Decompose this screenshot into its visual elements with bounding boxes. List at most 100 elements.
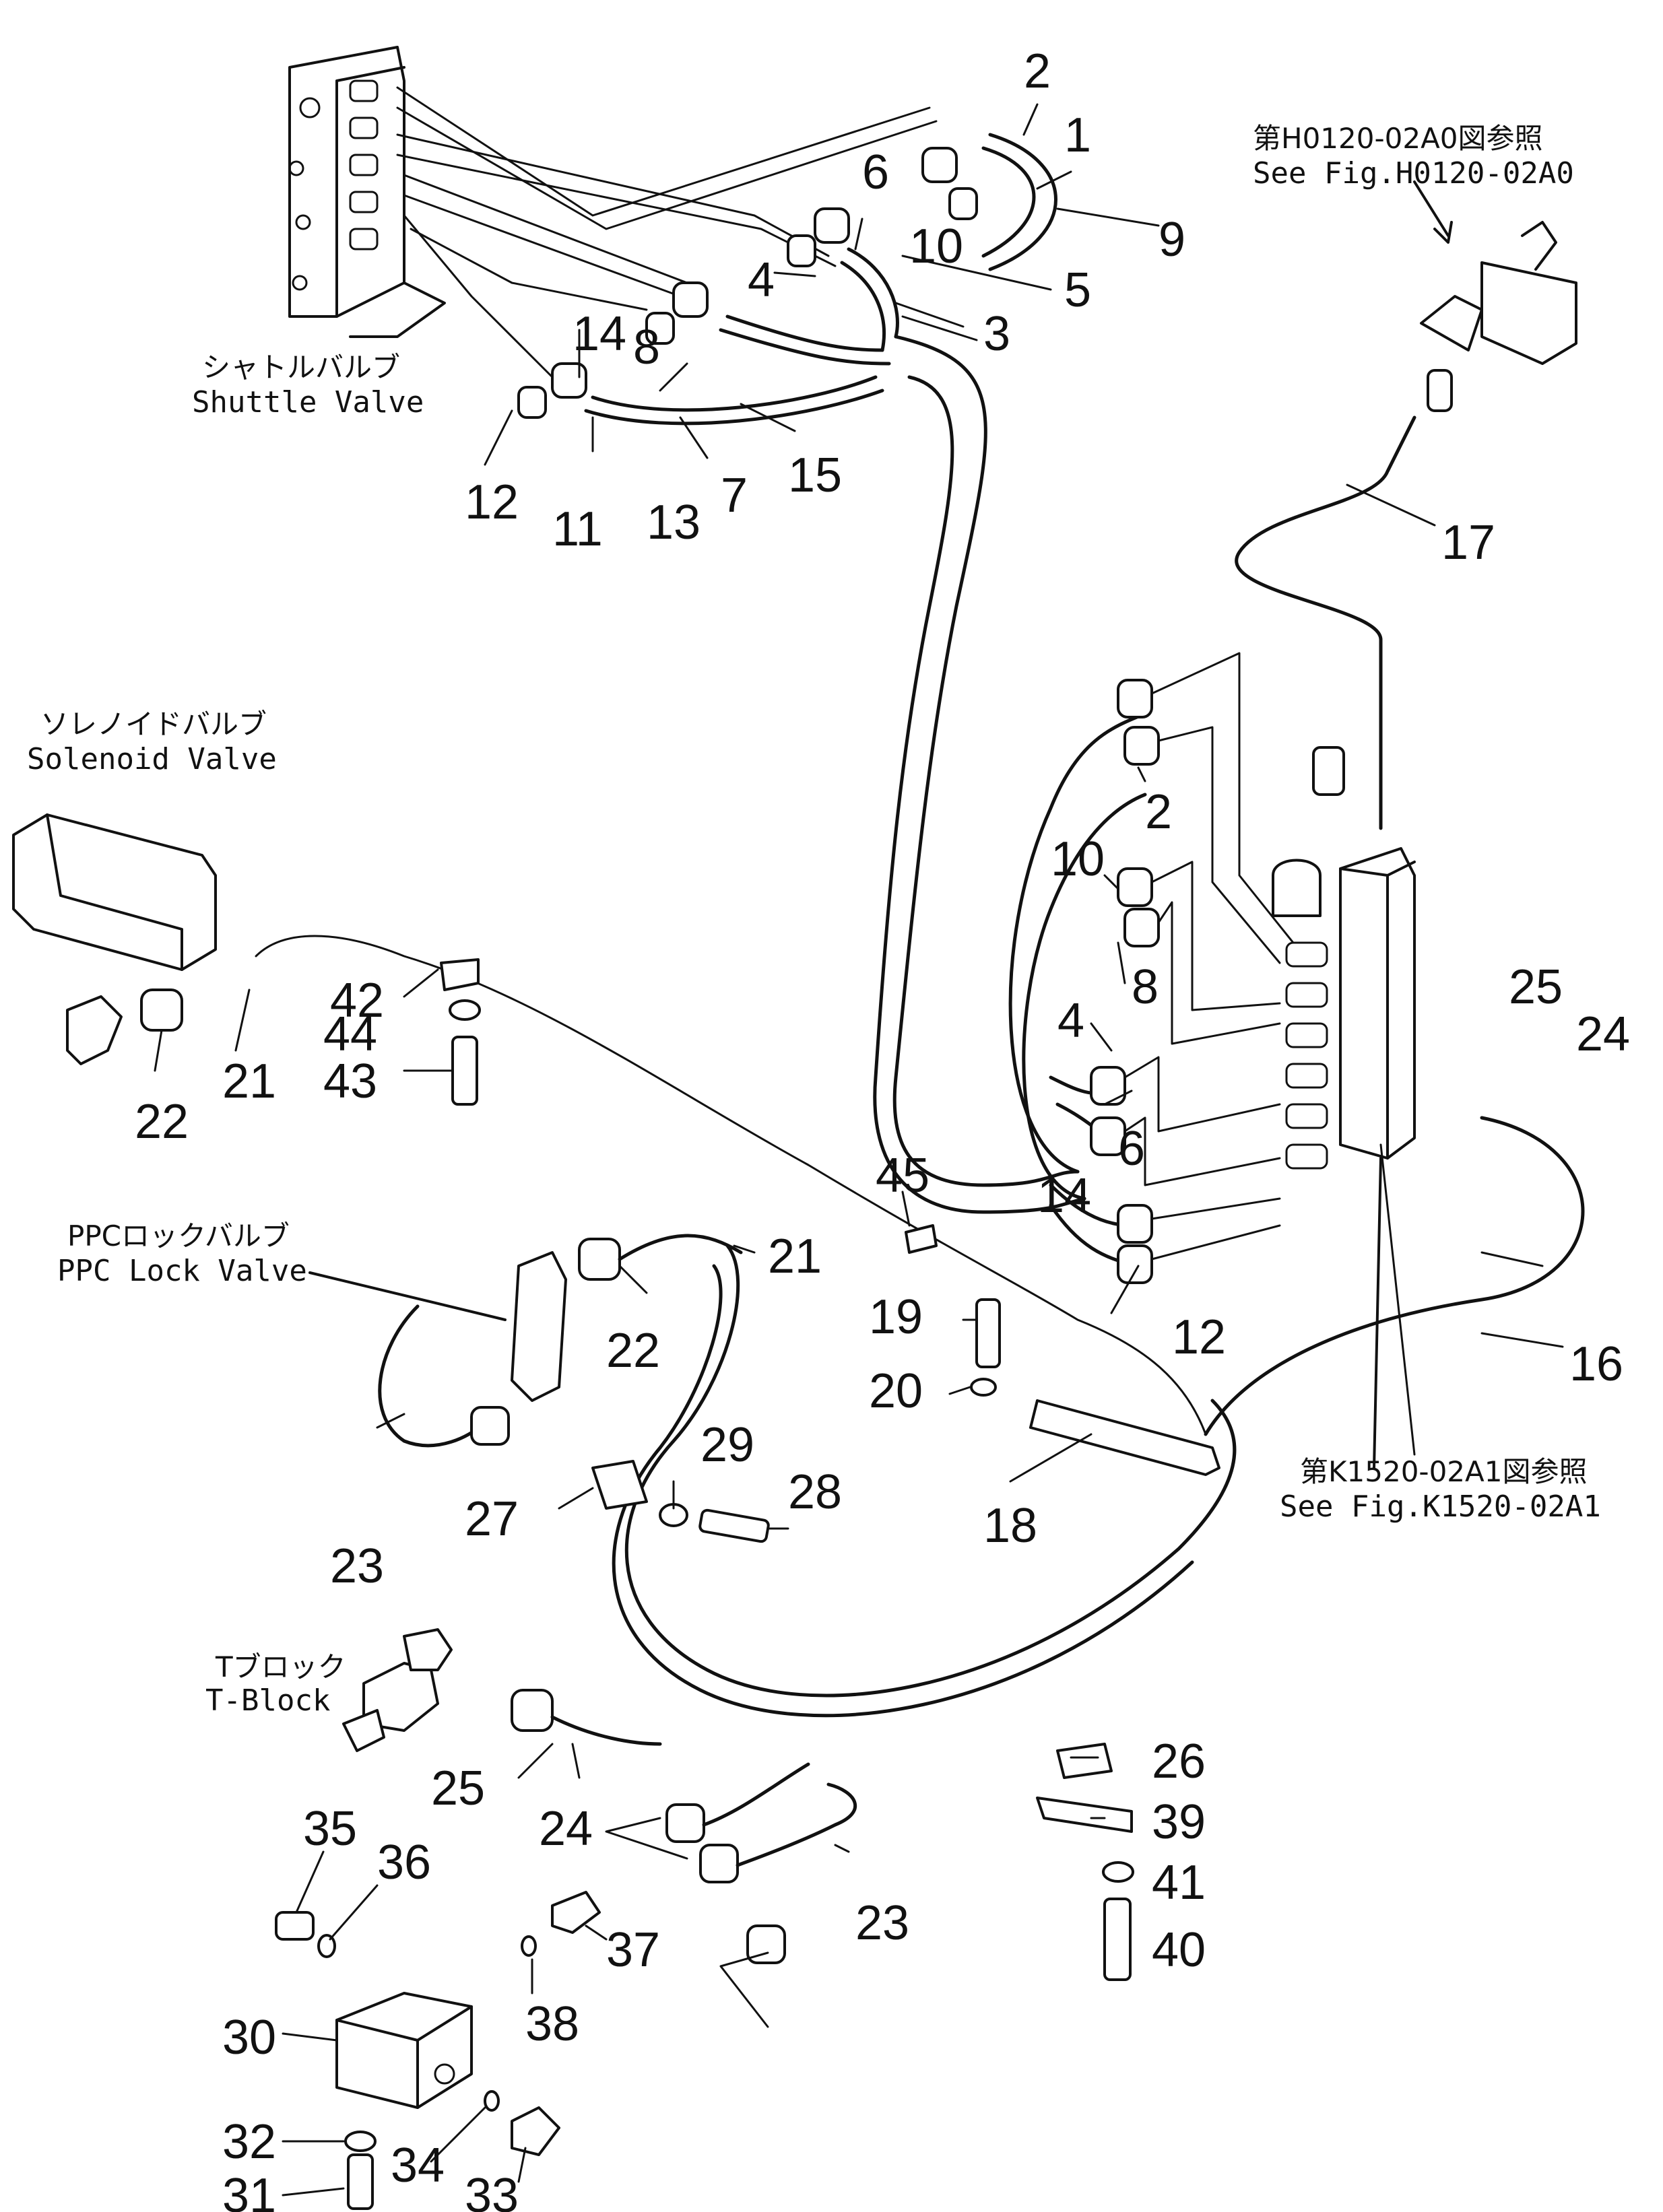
top-hose-bundle <box>517 133 1086 1214</box>
callout: 5 <box>1064 263 1091 317</box>
callout: 26 <box>1152 1735 1206 1788</box>
callout: 29 <box>700 1418 754 1472</box>
callout: 17 <box>1441 516 1495 570</box>
callout: 24 <box>539 1802 593 1856</box>
callout: 6 <box>862 145 889 199</box>
ref-h0120-label: See Fig.H0120-02A0 <box>1253 156 1574 191</box>
callout: 16 <box>1569 1337 1623 1391</box>
callout: 24 <box>1576 1007 1630 1061</box>
bolt-40 <box>1103 1898 1132 1981</box>
callout: 21 <box>768 1230 822 1283</box>
callout: 8 <box>1132 960 1159 1014</box>
callout: 38 <box>525 1997 579 2051</box>
ref-k1520-label: See Fig.K1520-02A1 <box>1280 1489 1601 1524</box>
callout: 25 <box>431 1762 485 1815</box>
callout: 9 <box>1159 213 1185 267</box>
callout: 22 <box>606 1324 660 1378</box>
callout: 3 <box>983 307 1010 361</box>
callout: 37 <box>606 1923 660 1977</box>
callout: 23 <box>330 1539 384 1593</box>
ppc-lock-valve-label-jp: PPCロックバルブ <box>67 1219 290 1252</box>
bolt-28 <box>698 1508 770 1543</box>
oring-36 <box>317 1934 336 1958</box>
shuttle-valve <box>288 46 446 338</box>
callout: 43 <box>323 1054 377 1108</box>
ref-k1520-label-jp: 第K1520-02A1図参照 <box>1300 1455 1587 1488</box>
block-30 <box>335 1992 473 2109</box>
callout: 23 <box>855 1896 909 1950</box>
callout: 18 <box>983 1499 1037 1553</box>
lower-hoses <box>605 1762 857 2028</box>
callout: 13 <box>647 496 700 549</box>
callout: 40 <box>1152 1923 1206 1977</box>
bracket-18 <box>1029 1399 1220 1476</box>
callout: 25 <box>1509 960 1563 1014</box>
callout: 39 <box>1152 1795 1206 1849</box>
callout: 36 <box>377 1836 431 1889</box>
callout: 6 <box>1118 1122 1145 1176</box>
callout: 34 <box>391 2139 445 2192</box>
callout: 30 <box>222 2011 276 2065</box>
bolt-43 <box>451 1036 478 1106</box>
callout: 15 <box>788 448 842 502</box>
line-21 <box>255 935 1207 1436</box>
oring-38 <box>521 1935 537 1957</box>
callout: 12 <box>1172 1310 1226 1364</box>
callout: 44 <box>323 1007 377 1061</box>
ref-h0120-label-jp: 第H0120-02A0図参照 <box>1253 122 1543 155</box>
clip-27 <box>591 1460 648 1510</box>
adapter-37 <box>551 1891 601 1934</box>
callout: 1 <box>1064 108 1091 162</box>
ppc-lock-valve-label: PPC Lock Valve <box>57 1254 307 1288</box>
callout: 8 <box>633 321 660 374</box>
oring-34 <box>484 2090 500 2112</box>
bolt-35 <box>275 1911 315 1941</box>
callout: 31 <box>222 2169 276 2212</box>
right-valve-assembly <box>1008 221 1577 1284</box>
ppc-lock-valve <box>378 1234 1237 1718</box>
callout: 10 <box>1051 832 1105 886</box>
callout: 19 <box>869 1290 923 1344</box>
clip-42 <box>440 958 480 991</box>
callout: 35 <box>303 1802 357 1856</box>
callout: 14 <box>1037 1169 1091 1223</box>
clamp-26 <box>1056 1743 1113 1779</box>
callout: 2 <box>1145 785 1172 839</box>
washer-32 <box>344 2131 377 2152</box>
washer-41 <box>1102 1861 1134 1883</box>
callout: 12 <box>465 475 519 529</box>
callout: 20 <box>869 1364 923 1418</box>
callout: 4 <box>748 253 775 307</box>
washer-44 <box>449 999 481 1021</box>
solenoid-valve-label: Solenoid Valve <box>27 742 277 776</box>
bracket-39 <box>1036 1797 1133 1833</box>
washer-20 <box>970 1378 997 1397</box>
elbow-33 <box>511 2106 560 2156</box>
clamp-45 <box>905 1224 938 1254</box>
solenoid-valve <box>12 813 217 1065</box>
callout: 41 <box>1152 1856 1206 1910</box>
callout: 10 <box>909 220 963 273</box>
callout: 45 <box>876 1149 930 1203</box>
bolt-19 <box>975 1298 1001 1368</box>
arrows <box>308 180 1453 1469</box>
callout: 14 <box>573 307 626 361</box>
t-block-label: T-Block <box>205 1683 330 1718</box>
line-16 <box>1204 1116 1585 1436</box>
callout: 2 <box>1024 44 1051 98</box>
callout: 42 <box>330 974 384 1028</box>
shuttle-valve-label: Shuttle Valve <box>192 385 424 420</box>
solenoid-valve-label-jp: ソレノイドバルブ <box>40 708 267 741</box>
t-block-label-jp: Tブロック <box>215 1650 346 1683</box>
callouts: 1 2 3 4 5 6 7 8 9 10 11 12 13 14 15 2 10… <box>135 44 1630 2212</box>
callout: 32 <box>222 2115 276 2169</box>
callout: 22 <box>135 1095 189 1149</box>
leader-lines <box>154 103 1564 2197</box>
callout: 4 <box>1057 994 1084 1048</box>
shuttle-valve-label-jp: シャトルバルブ <box>202 351 400 384</box>
callout: 7 <box>721 469 748 523</box>
callout: 33 <box>465 2169 519 2212</box>
callout: 21 <box>222 1054 276 1108</box>
callout: 27 <box>465 1492 519 1546</box>
